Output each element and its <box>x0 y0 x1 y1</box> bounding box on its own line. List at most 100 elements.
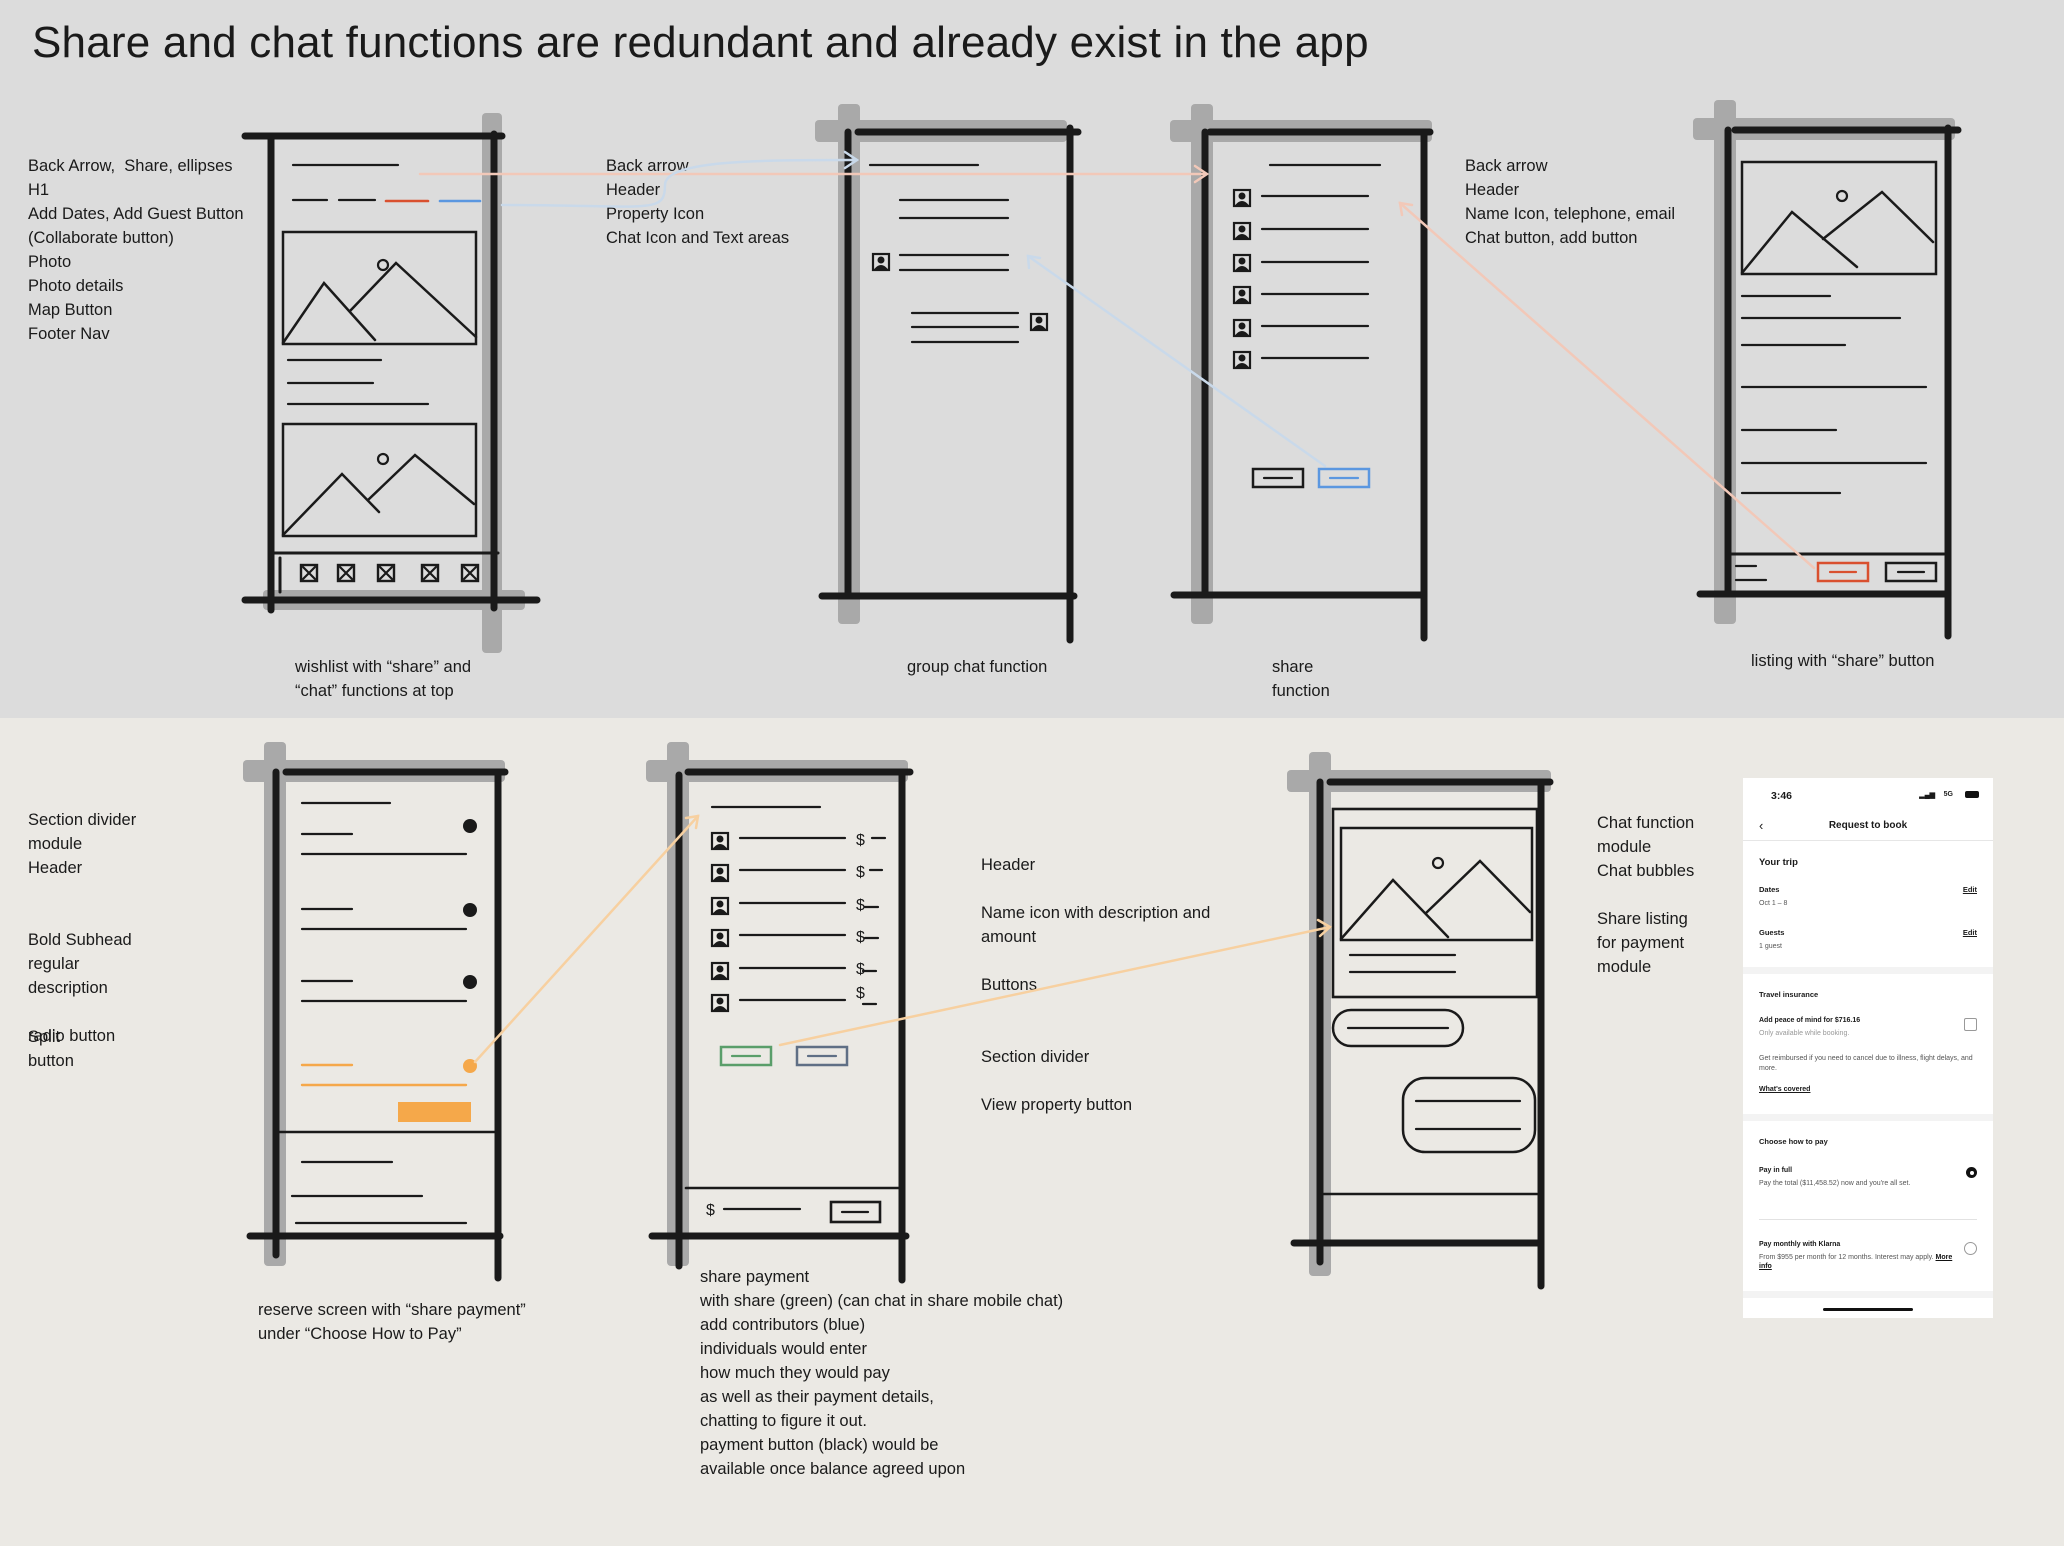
wishlist-annotation-line: (Collaborate button) <box>28 229 174 247</box>
share-payment-annotation-line: amount <box>981 928 1037 946</box>
pay-klarna-description: From $955 per month for 12 months. Inter… <box>1759 1253 1953 1271</box>
share-payment-annotation-line: Section divider <box>981 1048 1090 1066</box>
insurance-offer: Add peace of mind for $716.16 <box>1759 1017 1861 1024</box>
share-payment-caption-line: with share (green) (can chat in share mo… <box>700 1292 1064 1310</box>
pay-title: Choose how to pay <box>1759 1137 1828 1146</box>
wishlist-annotation-line: Add Dates, Add Guest Button <box>28 205 244 223</box>
reserve-annotation-line: Section divider <box>28 811 137 829</box>
listing-caption-line: listing with “share” button <box>1751 652 1935 670</box>
reserve-split-annotation-line: Split <box>28 1028 61 1046</box>
section-divider <box>1743 967 1993 974</box>
choose-how-to-pay-section: Choose how to pay Pay in full Pay the to… <box>1743 1121 1993 1291</box>
reserve-annotation-line: description <box>28 979 108 997</box>
reserve-annotation-line: Bold Subhead <box>28 931 132 949</box>
arrow-orange-reserve-to-payment <box>473 814 700 1064</box>
pay-in-full-label: Pay in full <box>1759 1167 1793 1174</box>
arrow-orange-payment-to-chat <box>778 925 1332 1047</box>
back-arrow-icon[interactable]: ‹ <box>1759 818 1764 833</box>
insurance-checkbox[interactable] <box>1964 1018 1977 1031</box>
group-chat-annotation-line: Header <box>606 181 661 199</box>
share-caption: share function <box>1272 655 1330 703</box>
share-payment-caption-line: add contributors (blue) <box>700 1316 866 1334</box>
status-time: 3:46 <box>1771 790 1793 802</box>
your-trip-section: Your trip Dates Edit Oct 1 – 8 Guests Ed… <box>1743 841 1993 967</box>
pay-in-full-radio[interactable] <box>1966 1167 1977 1178</box>
phone-header-title: Request to book <box>1828 820 1908 831</box>
group-chat-caption: group chat function <box>907 655 1047 679</box>
share-annotation-line: Name Icon, telephone, email <box>1465 205 1676 223</box>
reserve-annotation-line: module <box>28 835 83 853</box>
group-chat-caption-line: group chat function <box>907 658 1048 676</box>
share-caption-line: share <box>1272 658 1314 676</box>
chat-listing-annotation-line: module <box>1597 838 1652 856</box>
guests-value: 1 guest <box>1759 943 1782 950</box>
group-chat-annotation-line: Back arrow <box>606 157 689 175</box>
option-divider <box>1759 1219 1977 1220</box>
insurance-note: Only available while booking. <box>1759 1030 1850 1037</box>
wishlist-wireframe <box>241 113 541 653</box>
chat-listing-wireframe <box>1287 752 1554 1290</box>
chat-listing-annotation-line: Chat bubbles <box>1597 862 1695 880</box>
dates-value: Oct 1 – 8 <box>1759 900 1788 907</box>
currency-symbol: $ <box>706 1202 715 1219</box>
pay-klarna-radio[interactable] <box>1964 1242 1977 1255</box>
reserve-split-annotation-line: button <box>28 1052 74 1070</box>
share-payment-caption-line: individuals would enter <box>700 1340 867 1358</box>
dates-label: Dates <box>1759 885 1780 894</box>
wishlist-annotation-line: Photo details <box>28 277 124 295</box>
share-annotation-line: Chat button, add button <box>1465 229 1638 247</box>
wishlist-annotation-line: Footer Nav <box>28 325 110 343</box>
whats-covered-link[interactable]: What's covered <box>1759 1086 1811 1093</box>
your-trip-title: Your trip <box>1759 857 1798 868</box>
share-payment-wireframe <box>646 742 914 1284</box>
chat-listing-annotation-line: Share listing <box>1597 910 1688 928</box>
share-payment-caption-line: as well as their payment details, <box>700 1388 934 1406</box>
reserve-wireframe <box>243 742 509 1282</box>
reserve-annotation-line: radio button <box>28 1027 116 1045</box>
network-label: 5G <box>1943 791 1953 798</box>
home-indicator <box>1823 1308 1913 1311</box>
share-payment-caption-line: share payment <box>700 1268 810 1286</box>
currency-symbol: $ <box>856 985 865 1002</box>
edit-guests-link[interactable]: Edit <box>1962 928 1977 937</box>
wishlist-annotation-line: Map Button <box>28 301 113 319</box>
share-payment-caption-line: how much they would pay <box>700 1364 890 1382</box>
section-divider <box>1743 1114 1993 1121</box>
wishlist-caption-line: wishlist with “share” and <box>295 658 472 676</box>
reserve-split-annotation: Split button <box>28 1025 74 1073</box>
arrow-red-listing-to-share <box>1398 201 1816 570</box>
share-annotation-line: Header <box>1465 181 1520 199</box>
pay-klarna-desc-text: From $955 per month for 12 months. Inter… <box>1759 1254 1934 1261</box>
wishlist-annotation-line: Photo <box>28 253 72 271</box>
pay-klarna-label: Pay monthly with Klarna <box>1759 1241 1841 1248</box>
arrow-blue-to-chat <box>500 158 857 208</box>
currency-symbol: $ <box>856 832 865 849</box>
reserve-annotation-line: Header <box>28 859 83 877</box>
listing-caption: listing with “share” button <box>1751 649 1934 673</box>
share-wireframe <box>1170 104 1434 642</box>
more-info-link[interactable]: More info <box>1759 1254 1953 1270</box>
phone-header: ‹ Request to book <box>1743 812 1993 841</box>
share-caption-line: function <box>1272 682 1330 700</box>
reserve-annotation-line: regular <box>28 955 80 973</box>
share-payment-annotation-line: Name icon with description and <box>981 904 1211 922</box>
chat-listing-annotation-line: for payment <box>1597 934 1685 952</box>
guests-label: Guests <box>1759 928 1785 937</box>
share-payment-caption-line: available once balance agreed upon <box>700 1460 966 1478</box>
currency-symbol: $ <box>856 864 865 881</box>
wishlist-annotation-line: H1 <box>28 181 50 199</box>
reserve-caption: reserve screen with “share payment”under… <box>258 1298 526 1346</box>
currency-symbols: $ $ $ $ $ $ $ <box>706 832 865 1219</box>
share-payment-annotation-line: View property button <box>981 1096 1133 1114</box>
edit-dates-link[interactable]: Edit <box>1962 885 1977 894</box>
section-divider <box>1743 1291 1993 1298</box>
wishlist-annotation-line: Back Arrow, Share, ellipses <box>28 157 233 175</box>
currency-symbol: $ <box>856 961 865 978</box>
share-payment-caption-line: payment button (black) would be <box>700 1436 939 1454</box>
